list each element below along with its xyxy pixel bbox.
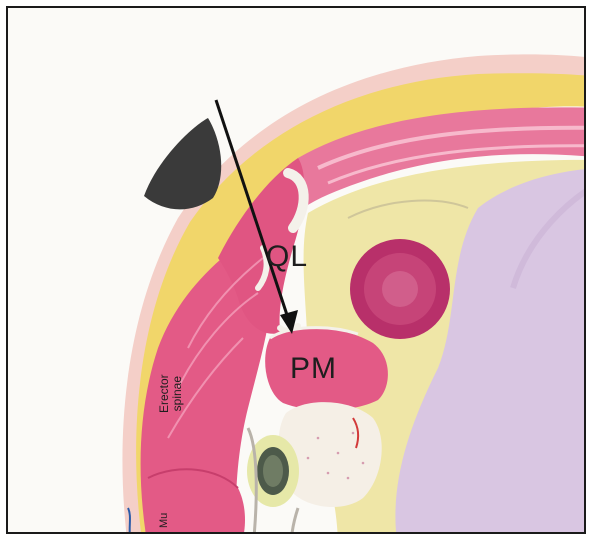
quadratus-lumborum-label: QL [266, 240, 308, 274]
multifidus-label: Mu [158, 513, 170, 528]
erector-spinae-label: Erector spinae [158, 374, 184, 413]
psoas-major-label: PM [290, 352, 337, 386]
erector-spinae-label-line2: spinae [171, 374, 184, 413]
anatomy-figure: QL PM Erector spinae Mu [6, 6, 586, 534]
